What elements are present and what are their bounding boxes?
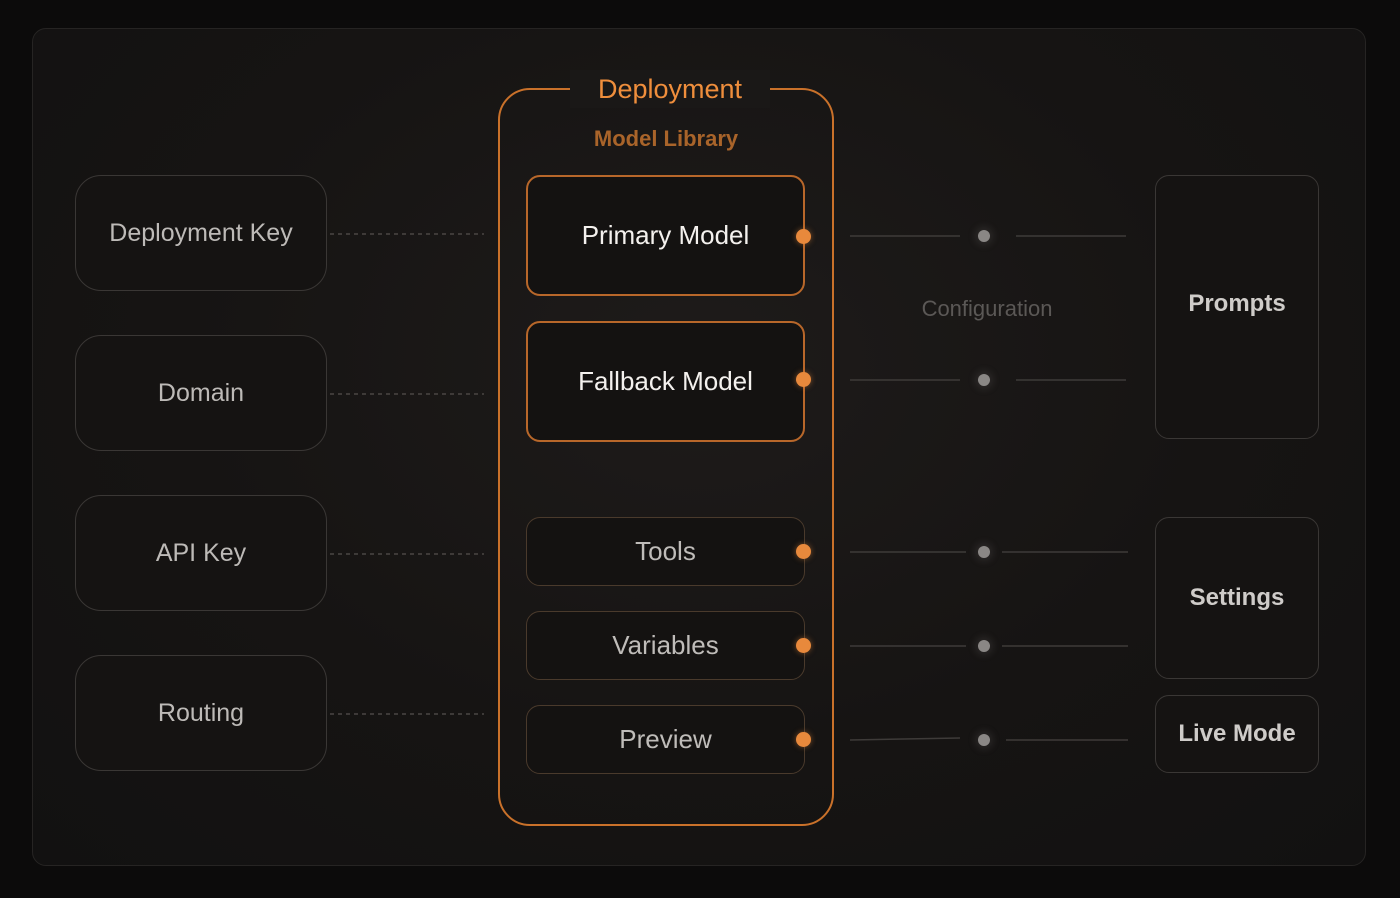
fallback-model-port[interactable] bbox=[796, 372, 811, 387]
junction-dot-tools bbox=[978, 546, 990, 558]
deployment-key-label: Deployment Key bbox=[109, 218, 293, 247]
variables-box[interactable]: Variables bbox=[526, 611, 805, 680]
fallback-model-label: Fallback Model bbox=[578, 366, 753, 396]
deployment-title: Deployment bbox=[570, 70, 770, 108]
live-mode-box[interactable]: Live Mode bbox=[1155, 695, 1319, 773]
preview-label: Preview bbox=[619, 724, 712, 754]
routing-label: Routing bbox=[157, 698, 245, 727]
primary-model-port[interactable] bbox=[796, 229, 811, 244]
prompts-label: Prompts bbox=[1188, 290, 1286, 317]
domain-box[interactable]: Domain bbox=[75, 335, 327, 451]
variables-label: Variables bbox=[612, 630, 719, 660]
primary-model-label: Primary Model bbox=[581, 220, 750, 250]
junction-dot-variables bbox=[978, 640, 990, 652]
api-key-label: API Key bbox=[155, 538, 247, 567]
preview-box[interactable]: Preview bbox=[526, 705, 805, 774]
primary-model-box[interactable]: Primary Model bbox=[526, 175, 805, 296]
deployment-key-box[interactable]: Deployment Key bbox=[75, 175, 327, 291]
fallback-model-box[interactable]: Fallback Model bbox=[526, 321, 805, 442]
domain-label: Domain bbox=[157, 378, 245, 407]
configuration-label: Configuration bbox=[921, 296, 1053, 321]
tools-port[interactable] bbox=[796, 544, 811, 559]
settings-label: Settings bbox=[1189, 584, 1285, 611]
junction-dot-primary bbox=[978, 230, 990, 242]
prompts-box[interactable]: Prompts bbox=[1155, 175, 1319, 439]
variables-port[interactable] bbox=[796, 638, 811, 653]
model-library-title: Model Library bbox=[593, 126, 739, 151]
tools-label: Tools bbox=[635, 536, 696, 566]
tools-box[interactable]: Tools bbox=[526, 517, 805, 586]
settings-box[interactable]: Settings bbox=[1155, 517, 1319, 679]
preview-port[interactable] bbox=[796, 732, 811, 747]
junction-dot-preview bbox=[978, 734, 990, 746]
api-key-box[interactable]: API Key bbox=[75, 495, 327, 611]
routing-box[interactable]: Routing bbox=[75, 655, 327, 771]
live-mode-label: Live Mode bbox=[1178, 720, 1296, 747]
junction-dot-fallback bbox=[978, 374, 990, 386]
